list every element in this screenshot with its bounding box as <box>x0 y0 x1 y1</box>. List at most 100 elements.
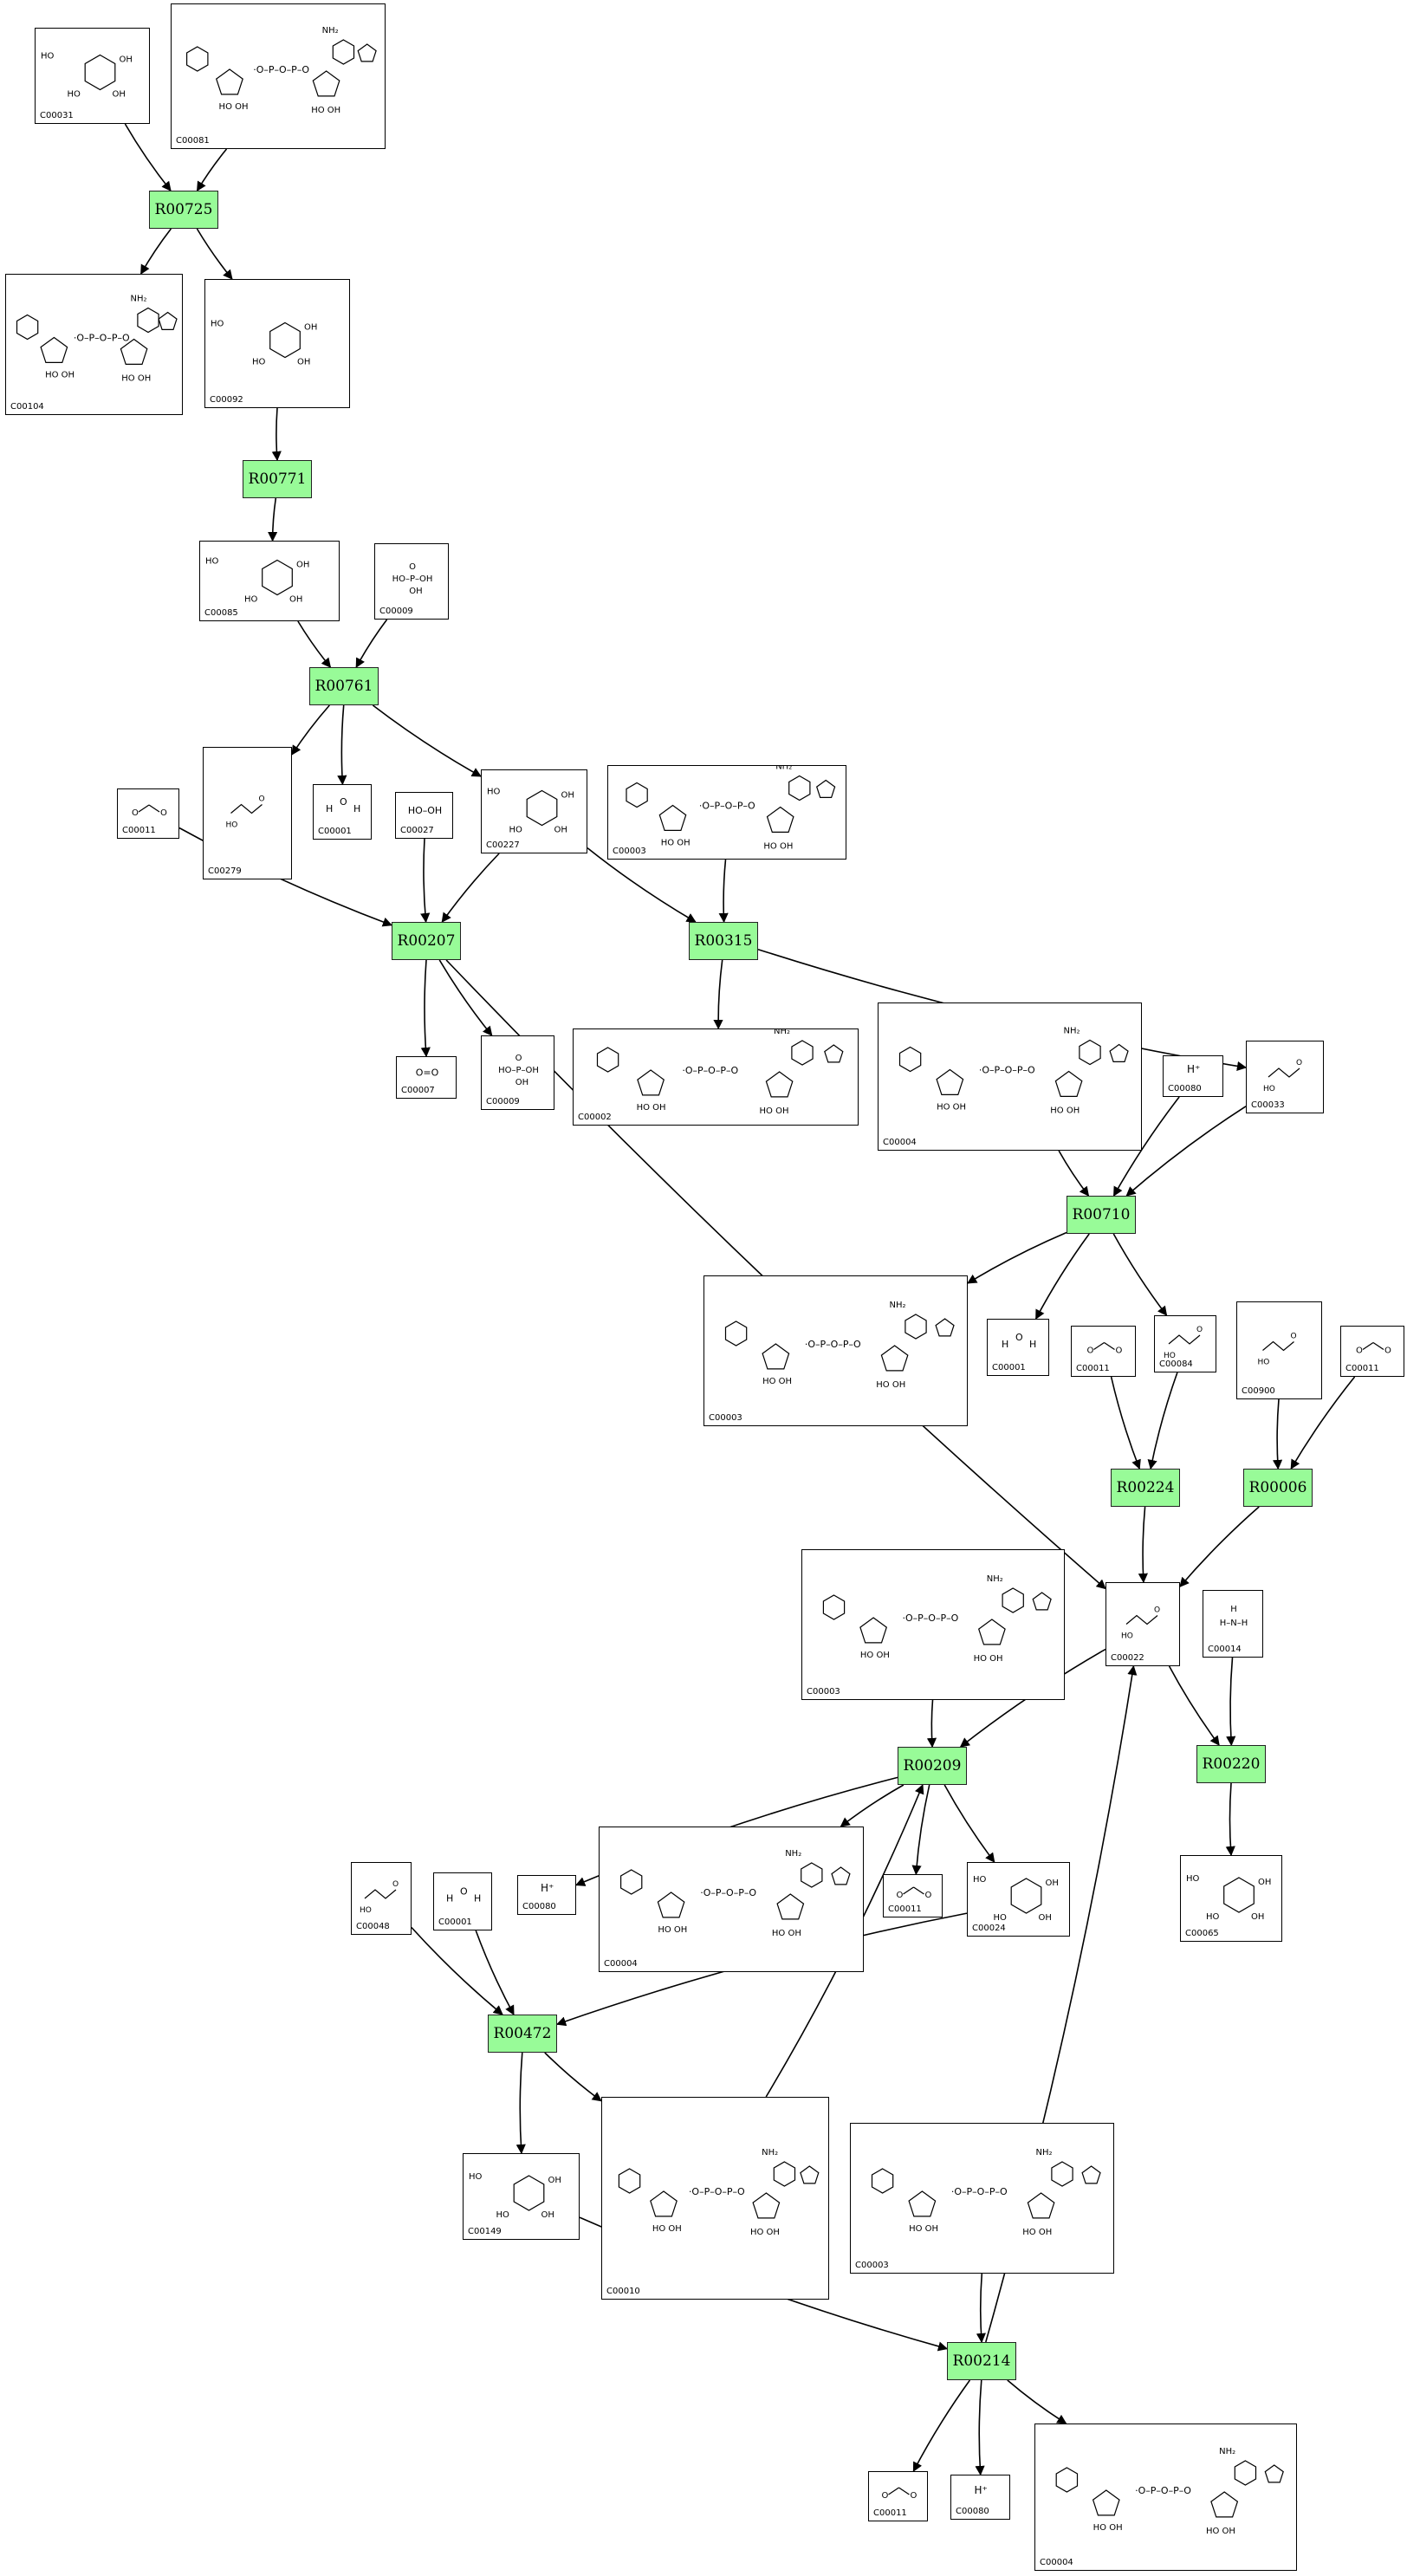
svg-text:NH₂: NH₂ <box>774 1029 790 1036</box>
svg-text:H–N–H: H–N–H <box>1220 1619 1248 1628</box>
svg-text:·O–P–O–P–O: ·O–P–O–P–O <box>805 1339 861 1350</box>
svg-text:H: H <box>1002 1339 1008 1350</box>
svg-text:HO–P–OH: HO–P–OH <box>392 574 433 584</box>
svg-text:O=O: O=O <box>416 1067 439 1079</box>
svg-text:HO OH: HO OH <box>909 2224 938 2234</box>
svg-text:NH₂: NH₂ <box>1064 1027 1080 1036</box>
svg-text:O: O <box>1087 1346 1094 1356</box>
reaction-node-r00472[interactable]: R00472 <box>488 2015 557 2053</box>
svg-text:HO: HO <box>205 557 219 567</box>
svg-text:H: H <box>1230 1605 1237 1614</box>
compound-id-label: C00014 <box>1208 1645 1242 1654</box>
reaction-edge <box>420 959 431 1058</box>
reaction-edge <box>1147 1372 1178 1470</box>
svg-text:·O–P–O–P–O: ·O–P–O–P–O <box>951 2186 1008 2197</box>
reaction-node-r00771[interactable]: R00771 <box>243 460 312 498</box>
svg-text:HO OH: HO OH <box>45 371 75 380</box>
reaction-node-r00214[interactable]: R00214 <box>947 2342 1016 2380</box>
compound-id-label: C00011 <box>1345 1364 1379 1373</box>
reaction-node-r00209[interactable]: R00209 <box>898 1747 967 1785</box>
compound-c00080[interactable]: H⁺C00080 <box>1163 1055 1223 1097</box>
reaction-edge <box>911 1784 930 1876</box>
reaction-edge <box>713 959 723 1030</box>
structure-drawing: HOO <box>1258 1333 1297 1367</box>
svg-text:OH: OH <box>296 561 309 570</box>
svg-text:H: H <box>446 1893 453 1904</box>
reaction-node-r00224[interactable]: R00224 <box>1111 1469 1180 1507</box>
compound-c00080[interactable]: H⁺C00080 <box>950 2475 1010 2520</box>
compound-id-label: C00001 <box>438 1917 472 1927</box>
structure-drawing: HOO <box>226 795 265 830</box>
svg-text:O: O <box>925 1891 932 1900</box>
svg-text:HO OH: HO OH <box>860 1651 890 1660</box>
reaction-node-r00220[interactable]: R00220 <box>1196 1745 1266 1783</box>
reaction-edge <box>196 148 228 191</box>
reaction-node-r00761[interactable]: R00761 <box>309 667 379 705</box>
svg-text:O: O <box>132 808 139 818</box>
reaction-node-r00725[interactable]: R00725 <box>149 191 218 229</box>
reaction-edge <box>587 847 697 923</box>
compound-id-label: C00080 <box>1168 1084 1202 1093</box>
svg-text:H: H <box>474 1893 481 1904</box>
reaction-node-r00006[interactable]: R00006 <box>1243 1469 1313 1507</box>
structure-drawing: HOO <box>1263 1059 1302 1093</box>
reaction-edge <box>291 704 330 756</box>
svg-text:HO: HO <box>509 826 523 835</box>
svg-text:HO: HO <box>360 1906 372 1915</box>
compound-c00080[interactable]: H⁺C00080 <box>517 1875 576 1915</box>
compound-c00014[interactable]: H H–N–H C00014 <box>1203 1590 1263 1658</box>
reaction-edge <box>1138 1506 1148 1584</box>
compound-id-label: C00900 <box>1242 1386 1275 1396</box>
reaction-node-r00207[interactable]: R00207 <box>392 922 461 960</box>
compound-id-label: C00001 <box>318 827 352 836</box>
structure-drawing: HOH <box>1002 1332 1036 1350</box>
structure-drawing: HOO <box>1121 1606 1160 1641</box>
svg-text:HO: HO <box>1186 1874 1200 1884</box>
reaction-edge <box>1272 1398 1283 1470</box>
reaction-edge <box>1112 1096 1180 1197</box>
compound-id-label: C00027 <box>400 826 434 835</box>
svg-text:HO: HO <box>252 358 266 367</box>
reaction-node-r00710[interactable]: R00710 <box>1067 1196 1136 1234</box>
reaction-node-r00315[interactable]: R00315 <box>689 922 758 960</box>
